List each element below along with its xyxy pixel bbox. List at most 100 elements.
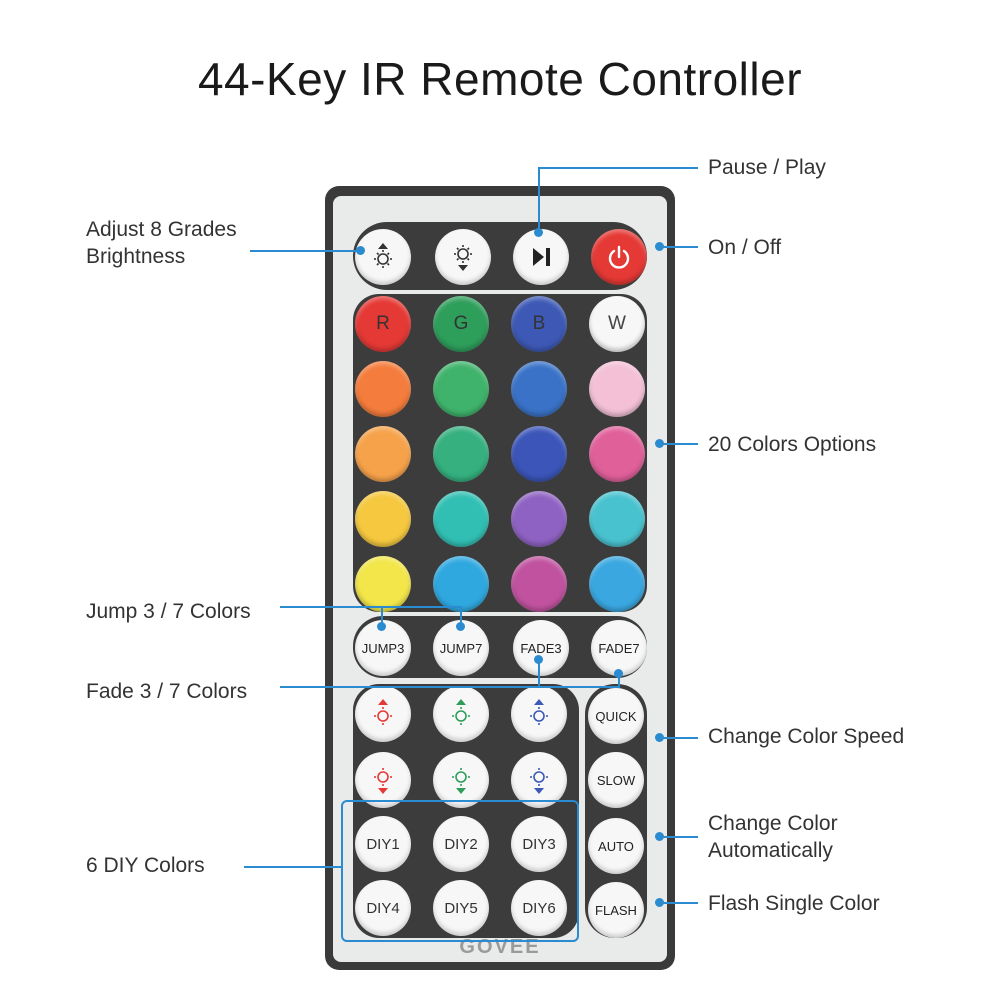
color-button[interactable] bbox=[433, 361, 489, 417]
green-down-button[interactable] bbox=[433, 752, 489, 808]
red-up-button[interactable] bbox=[355, 686, 411, 742]
callout-auto-line-2: Automatically bbox=[708, 839, 833, 862]
connector-line bbox=[538, 167, 540, 231]
red-up-icon bbox=[374, 699, 392, 725]
connector-line bbox=[460, 606, 462, 626]
flash-label: FLASH bbox=[595, 902, 637, 918]
diy1-button[interactable]: DIY1 bbox=[355, 816, 411, 872]
color-button[interactable] bbox=[355, 426, 411, 482]
page-title: 44-Key IR Remote Controller bbox=[197, 53, 803, 105]
color-button-label: R bbox=[376, 313, 390, 334]
color-button-label: G bbox=[453, 313, 469, 334]
color-button[interactable] bbox=[511, 491, 567, 547]
power-icon bbox=[608, 245, 630, 269]
diy4-button[interactable]: DIY4 bbox=[355, 880, 411, 936]
color-button[interactable] bbox=[589, 491, 645, 547]
slow-label: SLOW bbox=[596, 772, 636, 788]
color-button[interactable] bbox=[433, 556, 489, 612]
color-button[interactable] bbox=[355, 491, 411, 547]
color-button[interactable] bbox=[355, 361, 411, 417]
jump7-label: JUMP7 bbox=[439, 640, 483, 656]
callout-brightness-line-1: Adjust 8 Grades bbox=[86, 218, 237, 241]
connector-line bbox=[244, 866, 342, 868]
remote-face: R G B W JUMP3 JUMP7 FADE3 FADE7 bbox=[333, 196, 667, 962]
connector-dot bbox=[655, 733, 664, 742]
connector-line bbox=[618, 672, 620, 686]
color-button[interactable]: W bbox=[589, 296, 645, 352]
color-button[interactable]: G bbox=[433, 296, 489, 352]
color-button[interactable] bbox=[589, 361, 645, 417]
connector-line bbox=[660, 246, 698, 248]
callout-colors: 20 Colors Options bbox=[708, 433, 877, 456]
diy2-label: DIY2 bbox=[444, 835, 478, 853]
auto-button[interactable]: AUTO bbox=[588, 818, 644, 874]
diy6-button[interactable]: DIY6 bbox=[511, 880, 567, 936]
jump3-label: JUMP3 bbox=[361, 640, 405, 656]
color-button[interactable]: B bbox=[511, 296, 567, 352]
blue-down-icon bbox=[530, 768, 548, 794]
connector-dot bbox=[614, 669, 623, 678]
green-up-icon bbox=[452, 699, 470, 725]
blue-down-button[interactable] bbox=[511, 752, 567, 808]
connector-dot bbox=[534, 655, 543, 664]
color-button[interactable] bbox=[433, 491, 489, 547]
power-button[interactable] bbox=[591, 229, 647, 285]
callout-fade: Fade 3 / 7 Colors bbox=[86, 680, 248, 703]
color-button[interactable]: R bbox=[355, 296, 411, 352]
brightness-down-icon bbox=[454, 245, 472, 271]
color-button[interactable] bbox=[589, 426, 645, 482]
connector-dot bbox=[655, 832, 664, 841]
brightness-up-icon bbox=[374, 243, 392, 268]
color-button[interactable] bbox=[511, 556, 567, 612]
color-button[interactable] bbox=[589, 556, 645, 612]
red-down-icon bbox=[374, 768, 392, 794]
connector-line bbox=[660, 443, 698, 445]
color-button[interactable] bbox=[433, 426, 489, 482]
callout-jump: Jump 3 / 7 Colors bbox=[86, 600, 251, 623]
connector-line bbox=[538, 167, 698, 169]
callout-diy: 6 DIY Colors bbox=[86, 854, 205, 877]
flash-button[interactable]: FLASH bbox=[588, 882, 644, 938]
auto-label: AUTO bbox=[598, 838, 634, 854]
quick-button[interactable]: QUICK bbox=[588, 688, 644, 744]
connector-dot bbox=[456, 622, 465, 631]
brightness-down-button[interactable] bbox=[435, 229, 491, 285]
color-button[interactable] bbox=[355, 556, 411, 612]
connector-dot bbox=[655, 242, 664, 251]
diy3-button[interactable]: DIY3 bbox=[511, 816, 567, 872]
color-button-label: W bbox=[608, 313, 626, 334]
diy1-label: DIY1 bbox=[366, 835, 400, 853]
fade7-label: FADE7 bbox=[598, 640, 640, 656]
fade3-label: FADE3 bbox=[520, 640, 562, 656]
fade3-button[interactable]: FADE3 bbox=[513, 620, 569, 676]
color-button[interactable] bbox=[511, 361, 567, 417]
connector-dot bbox=[534, 228, 543, 237]
callout-on-off: On / Off bbox=[708, 236, 782, 259]
play-pause-button[interactable] bbox=[513, 229, 569, 285]
fade7-button[interactable]: FADE7 bbox=[591, 620, 647, 676]
connector-line bbox=[280, 686, 620, 688]
brightness-up-button[interactable] bbox=[355, 229, 411, 285]
diy5-button[interactable]: DIY5 bbox=[433, 880, 489, 936]
connector-dot bbox=[655, 898, 664, 907]
diy2-button[interactable]: DIY2 bbox=[433, 816, 489, 872]
diy6-label: DIY6 bbox=[522, 899, 556, 917]
color-button-label: B bbox=[532, 313, 546, 334]
callout-brightness-line-2: Brightness bbox=[86, 245, 186, 268]
slow-button[interactable]: SLOW bbox=[588, 752, 644, 808]
remote-controller: R G B W JUMP3 JUMP7 FADE3 FADE7 bbox=[325, 186, 675, 970]
callout-flash: Flash Single Color bbox=[708, 892, 880, 915]
color-button[interactable] bbox=[511, 426, 567, 482]
quick-label: QUICK bbox=[595, 708, 637, 724]
callout-pause-play: Pause / Play bbox=[708, 156, 826, 179]
red-down-button[interactable] bbox=[355, 752, 411, 808]
blue-up-button[interactable] bbox=[511, 686, 567, 742]
diy5-label: DIY5 bbox=[444, 899, 478, 917]
green-up-button[interactable] bbox=[433, 686, 489, 742]
diy3-label: DIY3 bbox=[522, 835, 556, 853]
blue-up-icon bbox=[530, 699, 548, 725]
connector-line bbox=[660, 836, 698, 838]
connector-line bbox=[381, 606, 383, 626]
diy4-label: DIY4 bbox=[366, 899, 400, 917]
connector-line bbox=[250, 250, 358, 252]
